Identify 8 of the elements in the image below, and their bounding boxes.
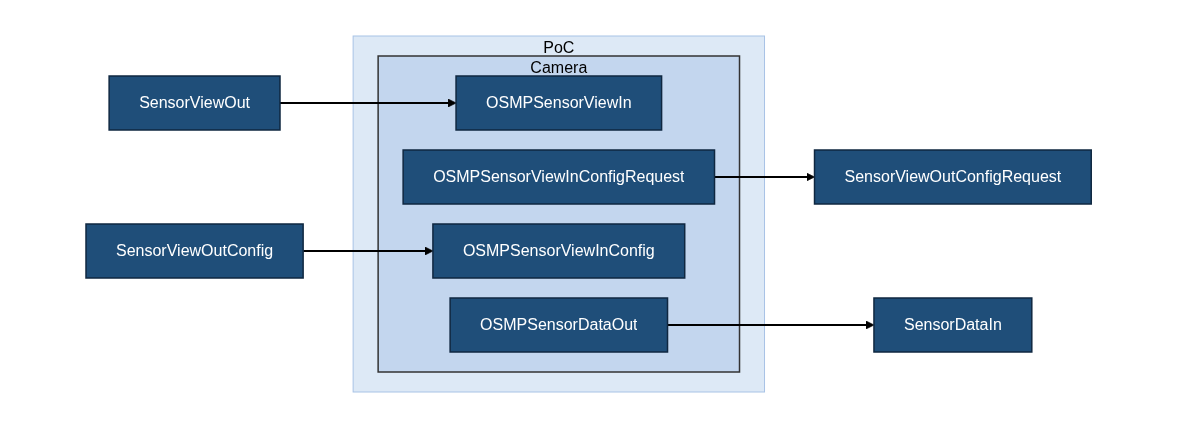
node-box: OSMPSensorViewIn [455,75,663,131]
node-box: SensorViewOutConfig [85,223,304,279]
node-box: OSMPSensorDataOut [449,297,669,353]
node-box: OSMPSensorViewInConfigRequest [402,149,716,205]
node-box: OSMPSensorViewInConfig [432,223,686,279]
node-box: SensorDataIn [873,297,1033,353]
node-box: SensorViewOutConfigRequest [813,149,1092,205]
node-box: SensorViewOut [108,75,281,131]
